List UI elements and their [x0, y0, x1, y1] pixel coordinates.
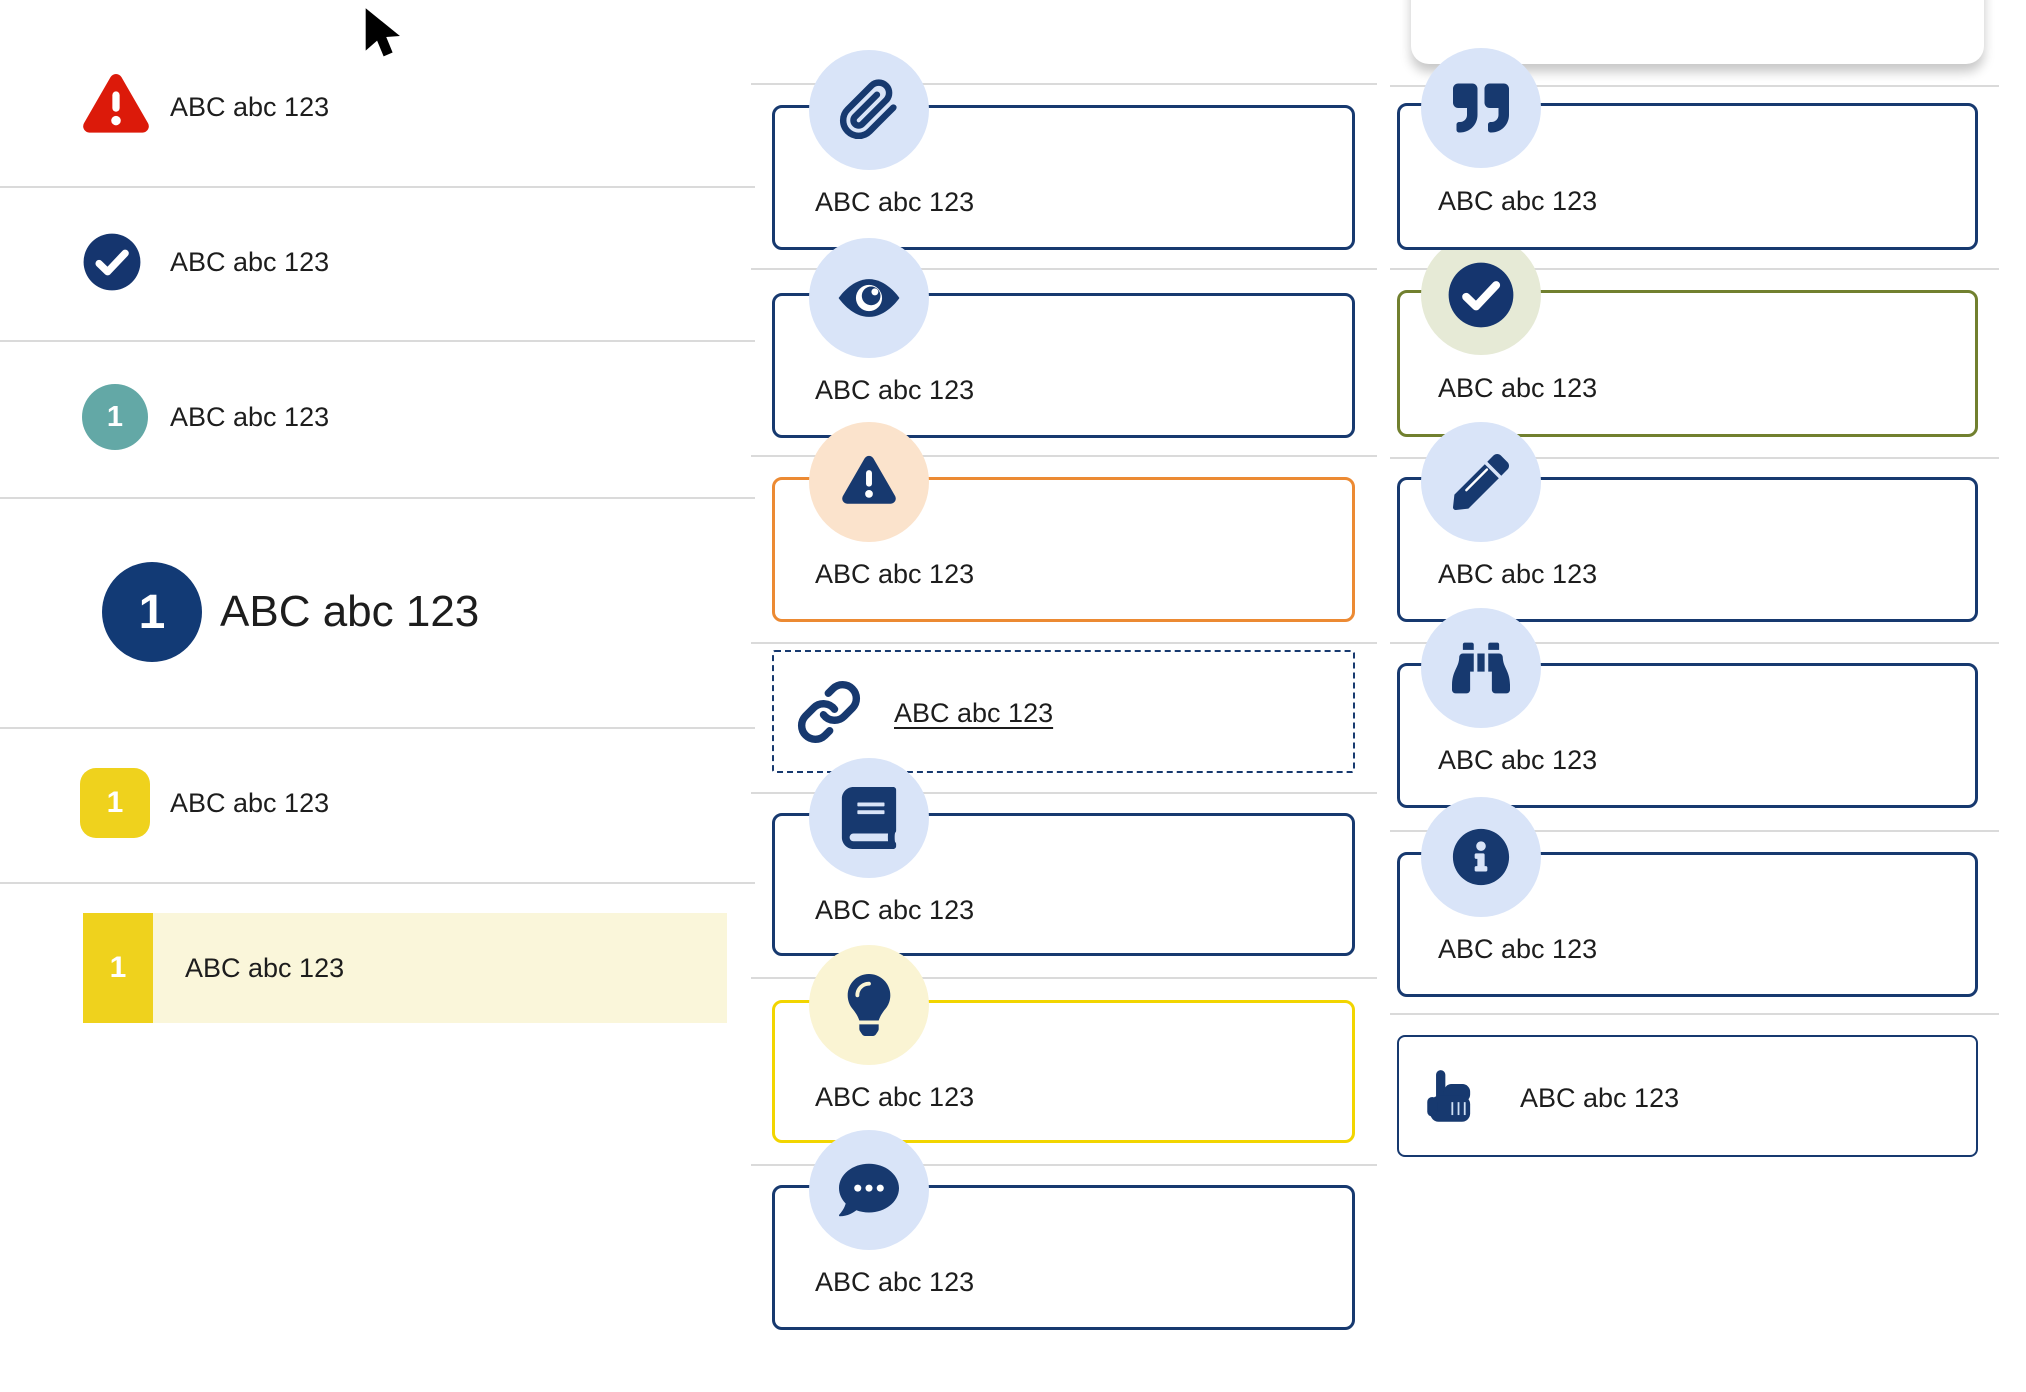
callout-success: ABC abc 123: [1397, 235, 1978, 437]
warning-triangle-icon: [78, 71, 154, 141]
list-item-label: ABC abc 123: [170, 247, 330, 277]
separator: [751, 268, 1377, 270]
callout-label: ABC abc 123: [1438, 373, 1598, 403]
check-circle-icon: [81, 231, 143, 293]
eye-icon: [809, 238, 929, 358]
callout-label: ABC abc 123: [815, 375, 975, 405]
callout-label: ABC abc 123: [815, 895, 975, 925]
divider: [0, 727, 755, 729]
hand-point-up-icon: [1419, 1066, 1481, 1130]
link-icon: [796, 679, 862, 745]
separator: [751, 83, 1377, 85]
separator: [751, 792, 1377, 794]
highlighted-list-item[interactable]: [83, 913, 727, 1023]
callout-comment: ABC abc 123: [772, 1130, 1355, 1330]
callout-label: ABC abc 123: [815, 1082, 975, 1112]
mouse-cursor-icon: [360, 5, 404, 67]
callout-warning: ABC abc 123: [772, 422, 1355, 622]
callout-label: ABC abc 123: [1520, 1083, 1680, 1113]
info-icon: [1421, 797, 1541, 917]
callout-search: ABC abc 123: [1397, 608, 1978, 808]
step-badge-large: 1: [102, 562, 202, 662]
list-item-label: ABC abc 123: [220, 587, 480, 636]
callout-link-text[interactable]: ABC abc 123: [894, 698, 1054, 728]
binoculars-icon: [1421, 608, 1541, 728]
list-item-label: ABC abc 123: [170, 402, 330, 432]
warning-triangle-icon: [809, 422, 929, 542]
divider: [0, 340, 755, 342]
callout-view: ABC abc 123: [772, 238, 1355, 438]
list-item-label: ABC abc 123: [170, 92, 330, 122]
quote-icon: [1421, 48, 1541, 168]
separator: [1390, 457, 1999, 459]
step-badge-yellow: 1: [80, 768, 150, 838]
callout-tip: ABC abc 123: [772, 945, 1355, 1143]
callout-label: ABC abc 123: [1438, 934, 1598, 964]
callout-label: ABC abc 123: [815, 187, 975, 217]
divider: [0, 186, 755, 188]
list-item-label: ABC abc 123: [185, 953, 345, 983]
callout-link: ABC abc 123: [772, 650, 1355, 773]
callout-book: ABC abc 123: [772, 758, 1355, 956]
callout-label: ABC abc 123: [1438, 745, 1598, 775]
separator: [751, 977, 1377, 979]
separator: [1390, 830, 1999, 832]
lightbulb-icon: [809, 945, 929, 1065]
callout-label: ABC abc 123: [815, 1267, 975, 1297]
callout-edit: ABC abc 123: [1397, 422, 1978, 622]
callout-label: ABC abc 123: [815, 559, 975, 589]
check-circle-icon: [1421, 235, 1541, 355]
book-icon: [809, 758, 929, 878]
callout-info: ABC abc 123: [1397, 797, 1978, 997]
divider: [0, 497, 755, 499]
chat-icon: [809, 1130, 929, 1250]
paperclip-icon: [809, 50, 929, 170]
separator: [751, 455, 1377, 457]
callout-action: ABC abc 123: [1397, 1035, 1978, 1157]
list-item-label: ABC abc 123: [170, 788, 330, 818]
separator: [751, 642, 1377, 644]
step-badge-yellow: 1: [83, 913, 153, 1023]
callout-quote: ABC abc 123: [1397, 48, 1978, 250]
separator: [1390, 1013, 1999, 1015]
separator: [1390, 85, 1999, 87]
divider: [0, 882, 755, 884]
separator: [751, 1164, 1377, 1166]
separator: [1390, 642, 1999, 644]
pencil-icon: [1421, 422, 1541, 542]
callout-label: ABC abc 123: [1438, 559, 1598, 589]
separator: [1390, 268, 1999, 270]
callout-label: ABC abc 123: [1438, 186, 1598, 216]
step-badge: 1: [82, 384, 148, 450]
callout-attachment: ABC abc 123: [772, 50, 1355, 250]
